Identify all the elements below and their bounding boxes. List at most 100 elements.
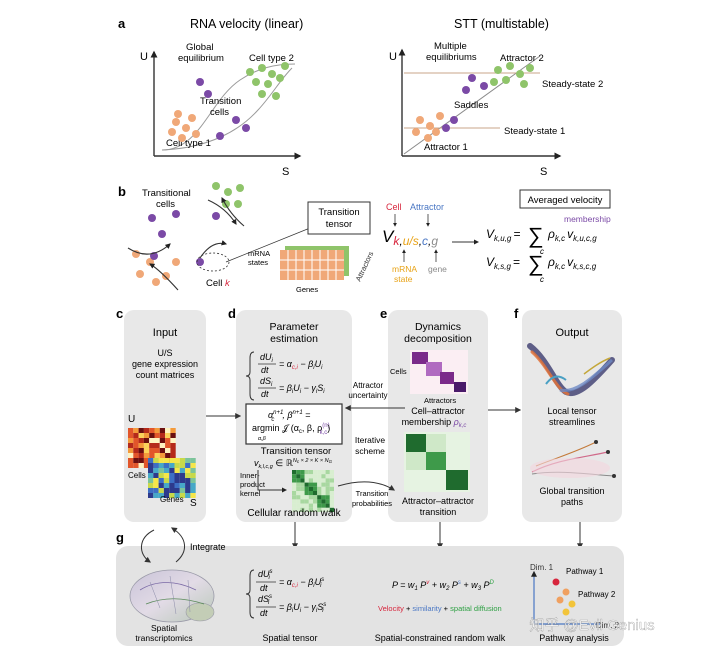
- svg-text:dt: dt: [260, 608, 268, 618]
- output-title: Output: [555, 327, 588, 339]
- cell-index-label: Cell: [386, 202, 402, 212]
- gene-index-label: gene: [428, 264, 447, 274]
- s-count-matrix: [148, 458, 196, 498]
- cells-label-e: Cells: [390, 367, 407, 376]
- averaged-velocity-box: [519, 189, 611, 209]
- spatial-tensor-label: Spatial tensor: [262, 633, 317, 643]
- svg-text:Dim. 1: Dim. 1: [530, 563, 554, 572]
- transition-tensor-label-2: tensor: [326, 219, 352, 230]
- svg-text:dt: dt: [261, 365, 269, 375]
- svg-text:α,β: α,β: [258, 436, 267, 442]
- attractors-label: Attractors: [354, 250, 376, 283]
- u-matrix-label: U: [128, 414, 135, 425]
- saddles-label: Saddles: [454, 100, 489, 111]
- svg-text:dt: dt: [261, 389, 269, 399]
- panel-letter-e: e: [380, 306, 387, 321]
- panel-letter-d: d: [228, 306, 236, 321]
- aa-transition-label-1: Attractor–attractor: [402, 496, 474, 506]
- iterative-scheme-label-2: scheme: [355, 446, 385, 456]
- transition-probabilities-label-2: probabilities: [352, 499, 392, 508]
- u-axis-label-right: U: [389, 51, 397, 63]
- panel-letter-b: b: [118, 184, 126, 199]
- transitional-cells-cluster: [127, 210, 180, 291]
- input-desc-2: gene expression: [132, 359, 198, 369]
- averaged-velocity-label: Averaged velocity: [528, 195, 603, 206]
- mrna-state-label-2: state: [394, 274, 413, 284]
- membership-label-1: Cell–attractor: [411, 406, 465, 416]
- brain-image: [129, 569, 215, 623]
- kernel-matrix: [292, 470, 334, 512]
- svg-text:Pathway 2: Pathway 2: [578, 590, 616, 599]
- panel-letter-c: c: [116, 306, 123, 321]
- svg-text:Pathway 1: Pathway 1: [566, 567, 604, 576]
- green-cells-right: [490, 62, 534, 88]
- input-desc-3: count matrices: [136, 370, 195, 380]
- multiple-equilibriums-label-2: equilibriums: [426, 52, 477, 63]
- attractor-transition-matrix: [404, 432, 470, 492]
- attractor-1-label: Attractor 1: [424, 142, 468, 153]
- cell-k-cluster: [196, 182, 311, 272]
- svg-text:∑: ∑: [528, 223, 544, 248]
- genes-label-c: Genes: [160, 495, 184, 504]
- watermark: 知乎 @Evil Genius: [529, 617, 654, 634]
- attractor-index-label: Attractor: [410, 202, 444, 212]
- dynamics-title-2: decomposition: [404, 333, 472, 345]
- panel-c: c Input U/S gene expression count matric…: [116, 306, 198, 509]
- streamlines-label-2: streamlines: [549, 417, 596, 427]
- svg-text:Vk,u,g=: Vk,u,g=: [486, 227, 520, 243]
- integrate-label: Integrate: [190, 542, 226, 552]
- orange-cells: [168, 110, 200, 142]
- svg-text:ρk,cvk,s,c,g: ρk,cvk,s,c,g: [547, 255, 597, 271]
- panel-letter-a: a: [118, 16, 126, 31]
- panel-b: b Transitional cells Cell k mRNA states: [118, 182, 611, 294]
- rna-velocity-title: RNA velocity (linear): [190, 17, 303, 31]
- stt-title: STT (multistable): [454, 17, 549, 31]
- panel-letter-f: f: [514, 306, 519, 321]
- svg-text:∑: ∑: [528, 251, 544, 276]
- green-cells: [246, 62, 289, 100]
- streamline-plot: [527, 343, 615, 397]
- stt-multistable-plot: STT (multistable) U S Multiple equilibri…: [389, 17, 603, 178]
- svg-text:= αc,i − βiUi: = αc,i − βiUi: [279, 359, 323, 371]
- svg-text:c: c: [540, 247, 544, 256]
- s-axis-label-right: S: [540, 166, 547, 178]
- panel-e: e Dynamics decomposition Cells Attractor…: [380, 306, 474, 517]
- transition-tensor-d-label: Transition tensor: [261, 446, 331, 457]
- aa-transition-label-2: transition: [420, 507, 457, 517]
- transitional-cells-label-1: Transitional: [142, 188, 191, 199]
- input-desc-1: U/S: [157, 348, 172, 358]
- cells-label: Cells: [128, 471, 146, 480]
- spatial-transcriptomics-label-2: transcriptomics: [135, 633, 192, 643]
- inner-product-label-1: Inner-: [240, 471, 260, 480]
- genes-label: Genes: [296, 285, 318, 294]
- panel-f: f Output Local tensor streamlines Global…: [514, 306, 616, 507]
- transitional-cells-label-2: cells: [156, 199, 175, 210]
- svg-text:Dim. 2: Dim. 2: [596, 621, 620, 630]
- orange-cells-right: [412, 112, 444, 142]
- svg-text:dSi: dSi: [260, 376, 273, 388]
- attractors-label-e: Attractors: [424, 396, 456, 405]
- paths-label-1: Global transition: [539, 486, 604, 496]
- mrna-state-label-1: mRNA: [392, 264, 417, 274]
- mrna-states-label-1: mRNA: [248, 249, 270, 258]
- tensor-v-symbol: Vk,u/s,c,g: [382, 227, 438, 248]
- optimization-box: [245, 403, 343, 445]
- attractor-uncertainty-label-1: Attractor: [353, 381, 384, 390]
- purple-cells: [196, 78, 250, 140]
- membership-label-2: membership ρk,c: [402, 417, 467, 429]
- transition-tensor-label-1: Transition: [318, 207, 359, 218]
- inner-product-label-3: kernel: [240, 489, 261, 498]
- upper-trajectory-curve: [161, 63, 296, 151]
- input-title: Input: [153, 327, 177, 339]
- integrate-arrow-down: [141, 529, 155, 563]
- parameter-estimation-title-1: Parameter: [269, 321, 319, 333]
- transition-probabilities-label-1: Transition: [356, 489, 389, 498]
- cell-type-1-label: Cell type 1: [166, 138, 211, 149]
- membership-label: membership: [564, 214, 611, 224]
- svg-text:ρk,cvk,u,c,g: ρk,cvk,u,c,g: [547, 227, 597, 243]
